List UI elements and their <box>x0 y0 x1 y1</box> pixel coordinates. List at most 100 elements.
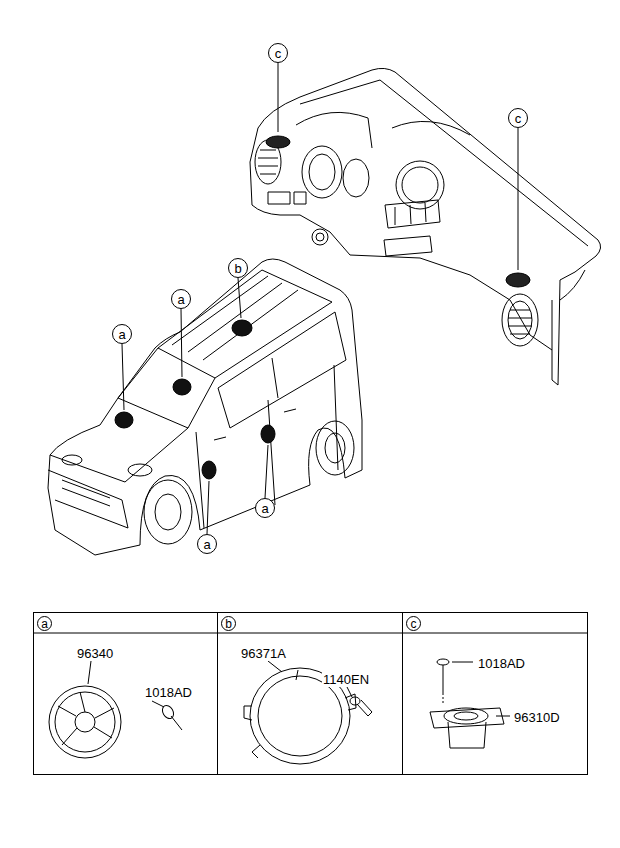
part-number: 96340 <box>76 646 114 661</box>
dashboard-line <box>250 68 601 385</box>
callout-letter: c <box>411 618 417 630</box>
speaker-part-drawing <box>49 661 182 758</box>
callout-circle: b <box>221 616 236 631</box>
leader-lines <box>265 445 268 498</box>
dashboard-line <box>296 112 372 148</box>
bracket-part-line <box>258 676 342 756</box>
car-line <box>214 409 296 440</box>
part-number: 96310D <box>513 710 561 725</box>
dashboard-line <box>560 270 585 300</box>
dashboard-line <box>402 167 438 203</box>
dashboard-line <box>300 80 588 246</box>
bracket-part-drawing <box>244 661 372 764</box>
callout-circle: c <box>406 616 421 631</box>
dashboard-line <box>343 159 369 197</box>
callout-letter: a <box>261 502 268 515</box>
speaker-part-line <box>171 716 182 730</box>
callout-letter: a <box>41 618 48 630</box>
callout-letter: a <box>118 328 125 341</box>
car-line <box>62 480 110 506</box>
dashboard-line <box>312 229 328 245</box>
callout-letter: b <box>234 262 241 275</box>
table-lines <box>33 633 588 634</box>
leader-lines <box>207 481 209 534</box>
part-number: 96371A <box>240 646 287 661</box>
tweeter-part-line <box>448 722 486 748</box>
leader-lines <box>278 63 279 132</box>
callout-circle: a <box>112 324 132 344</box>
speaker-part-line <box>152 701 164 707</box>
tweeter-part-line <box>496 716 510 717</box>
tweeter-part-line <box>437 659 449 665</box>
dashboard-line <box>258 150 278 174</box>
car-line <box>261 425 275 443</box>
car-line <box>62 455 82 465</box>
tweeter-part-line <box>443 665 444 695</box>
car-line <box>196 365 338 528</box>
car-line <box>48 259 362 555</box>
callout-circle: a <box>197 534 217 554</box>
bracket-part-line <box>268 661 282 672</box>
leader-lines <box>122 344 124 410</box>
speaker-part-line <box>58 692 114 745</box>
speaker-part-line <box>55 692 115 752</box>
car-line <box>115 412 133 428</box>
dashboard-line <box>250 162 552 350</box>
dashboard-line <box>508 310 532 334</box>
speaker-part-line <box>49 686 121 758</box>
callout-letter: a <box>203 538 210 551</box>
dashboard-line <box>302 146 342 198</box>
dashboard-line <box>395 203 426 225</box>
car-line <box>325 433 345 463</box>
dashboard-line <box>506 273 530 287</box>
part-number: 1140EN <box>322 672 370 687</box>
dashboard-line <box>309 154 335 190</box>
dashboard-line <box>316 233 324 241</box>
leader-lines <box>518 128 519 270</box>
callout-circle: c <box>268 43 288 63</box>
bracket-part-line <box>357 700 372 716</box>
car-line <box>155 494 181 530</box>
car-line <box>50 428 188 482</box>
dashboard-drawing <box>250 68 601 385</box>
parts-panel: 96340 1018AD a <box>33 612 218 775</box>
dashboard-line <box>266 136 290 148</box>
dashboard-line <box>268 192 306 204</box>
car-drawing <box>48 259 362 555</box>
tweeter-part-line <box>454 712 478 720</box>
tweeter-part-line <box>452 662 473 663</box>
callout-letter: a <box>177 293 184 306</box>
car-line <box>202 461 216 479</box>
car-line <box>118 348 215 428</box>
part-number: 1018AD <box>477 656 526 671</box>
dashboard-line <box>384 236 432 256</box>
bracket-part-line <box>347 687 352 697</box>
callout-letter: b <box>225 618 232 630</box>
dashboard-line <box>385 200 440 228</box>
car-line <box>232 320 252 336</box>
bracket-part-line <box>350 697 360 705</box>
callout-circle: b <box>228 258 248 278</box>
parts-panel: 96371A 1140EN b <box>217 612 403 775</box>
car-line <box>48 470 128 528</box>
dashboard-line <box>508 301 532 339</box>
leader-lines <box>238 278 241 318</box>
dashboard-line <box>502 294 538 346</box>
tweeter-part-drawing <box>430 659 510 748</box>
part-number: 1018AD <box>144 685 193 700</box>
callout-circle: a <box>255 498 275 518</box>
callout-circle: a <box>37 616 52 631</box>
leader-lines <box>181 309 182 377</box>
leader-lines <box>122 63 518 534</box>
speaker-part-line <box>75 712 95 732</box>
dashboard-line <box>392 121 470 135</box>
car-line <box>173 379 191 395</box>
car-line <box>316 421 354 475</box>
table-lines <box>33 633 588 634</box>
callout-letter: c <box>515 112 522 125</box>
tweeter-part-line <box>444 708 488 724</box>
car-line <box>272 358 278 398</box>
speaker-part-line <box>160 703 176 720</box>
callout-circle: c <box>508 108 528 128</box>
